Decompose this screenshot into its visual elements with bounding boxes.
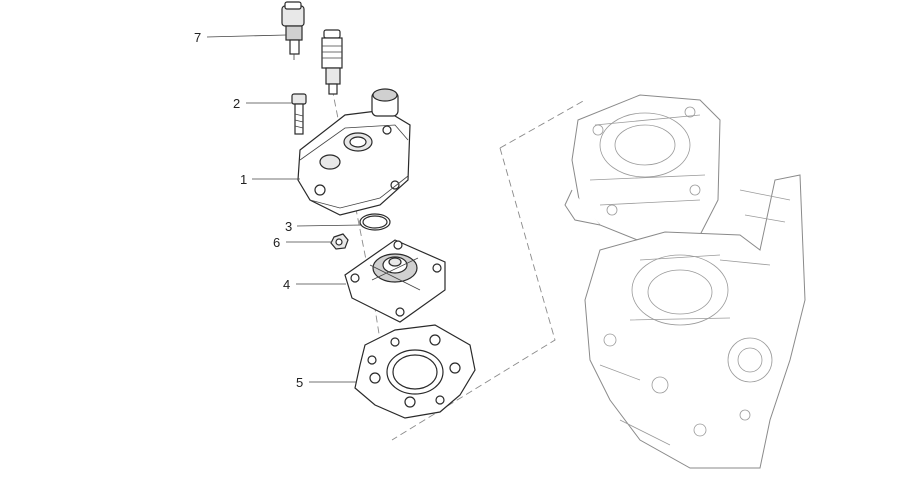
callout-2: 2 [233, 96, 240, 111]
part-4-head-insert [344, 239, 446, 323]
part-7-sensor [281, 1, 305, 60]
part-5-gasket [354, 324, 476, 419]
leader-lines [206, 34, 363, 383]
part-3-o-ring [359, 213, 391, 231]
part-1-cylinder-head [297, 88, 411, 216]
engine-cylinder-block [564, 94, 721, 246]
part-2-bolt [291, 93, 307, 135]
callout-3: 3 [285, 219, 292, 234]
callout-7: 7 [194, 30, 201, 45]
spark-plug [321, 29, 343, 95]
callout-4: 4 [283, 277, 290, 292]
engine-crankcase [584, 174, 806, 469]
callout-1: 1 [240, 172, 247, 187]
callout-6: 6 [273, 235, 280, 250]
callout-5: 5 [296, 375, 303, 390]
callout-labels: 7 2 1 3 6 4 5 [194, 30, 303, 390]
part-6-nut [330, 233, 349, 250]
